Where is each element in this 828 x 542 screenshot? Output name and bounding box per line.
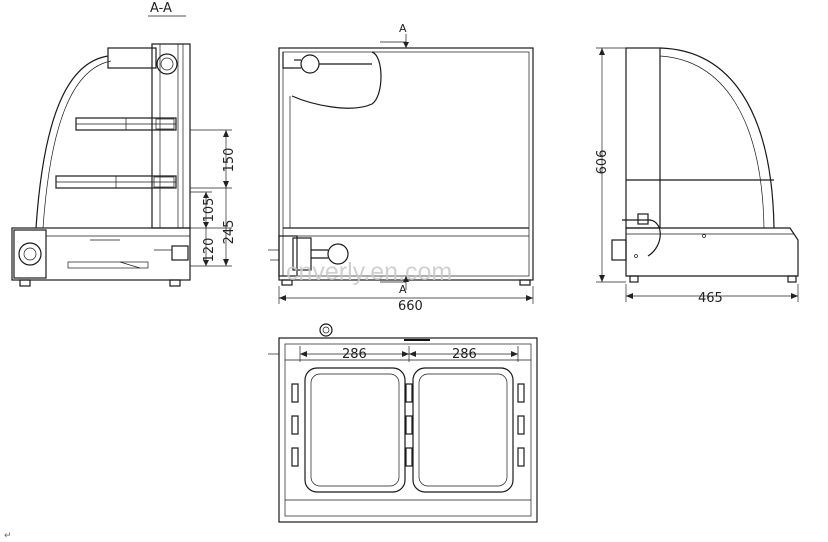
top-frame (278, 337, 538, 523)
control-knob-icon (319, 323, 333, 337)
base-lamp-icon (18, 242, 42, 266)
left-pan (304, 367, 406, 493)
side-view: 606 465 (595, 47, 799, 306)
section-dimensions (190, 129, 232, 267)
watermark-text: cnverly.en.com (286, 258, 452, 286)
top-header (107, 47, 157, 69)
side-base (625, 227, 799, 277)
dim-pan-width-right: 286 (452, 347, 477, 362)
front-lamp-icon (300, 54, 320, 74)
front-reflector-curve (291, 51, 382, 109)
section-view-label: A-A (150, 1, 172, 16)
front-view: A A 660 (268, 22, 534, 314)
dim-shelf-spacing: 150 (222, 148, 237, 173)
side-plug (611, 239, 627, 261)
base-cabinet (11, 227, 191, 281)
dim-lower-shelf-height: 105 (202, 198, 217, 223)
upper-shelf (75, 117, 177, 131)
section-view-a-a: A-A (11, 1, 237, 287)
front-frame (278, 47, 534, 281)
power-cord (622, 219, 661, 257)
lower-shelf (55, 175, 177, 189)
section-marker-top: A (399, 22, 407, 35)
control-knob-section (171, 245, 189, 261)
side-curved-glass (659, 47, 775, 229)
dim-base-height: 120 (202, 238, 217, 263)
curved-glass-outer (35, 55, 109, 229)
dim-total-inner-height: 245 (222, 220, 237, 245)
pan-clips (291, 383, 525, 467)
lamp-icon (156, 53, 178, 75)
dim-front-width: 660 (398, 299, 423, 314)
dim-side-height: 606 (595, 150, 610, 175)
return-mark: ↵ (4, 531, 12, 541)
side-rear-column (625, 47, 661, 229)
dim-pan-width-left: 286 (342, 347, 367, 362)
top-view: 286 286 (268, 323, 538, 523)
dim-side-depth: 465 (698, 291, 723, 306)
section-marker-bottom: A (399, 283, 407, 296)
curved-glass-inner (42, 60, 112, 229)
front-base-lamp-icon (327, 243, 349, 265)
rear-column (151, 43, 191, 229)
right-pan (412, 367, 514, 493)
